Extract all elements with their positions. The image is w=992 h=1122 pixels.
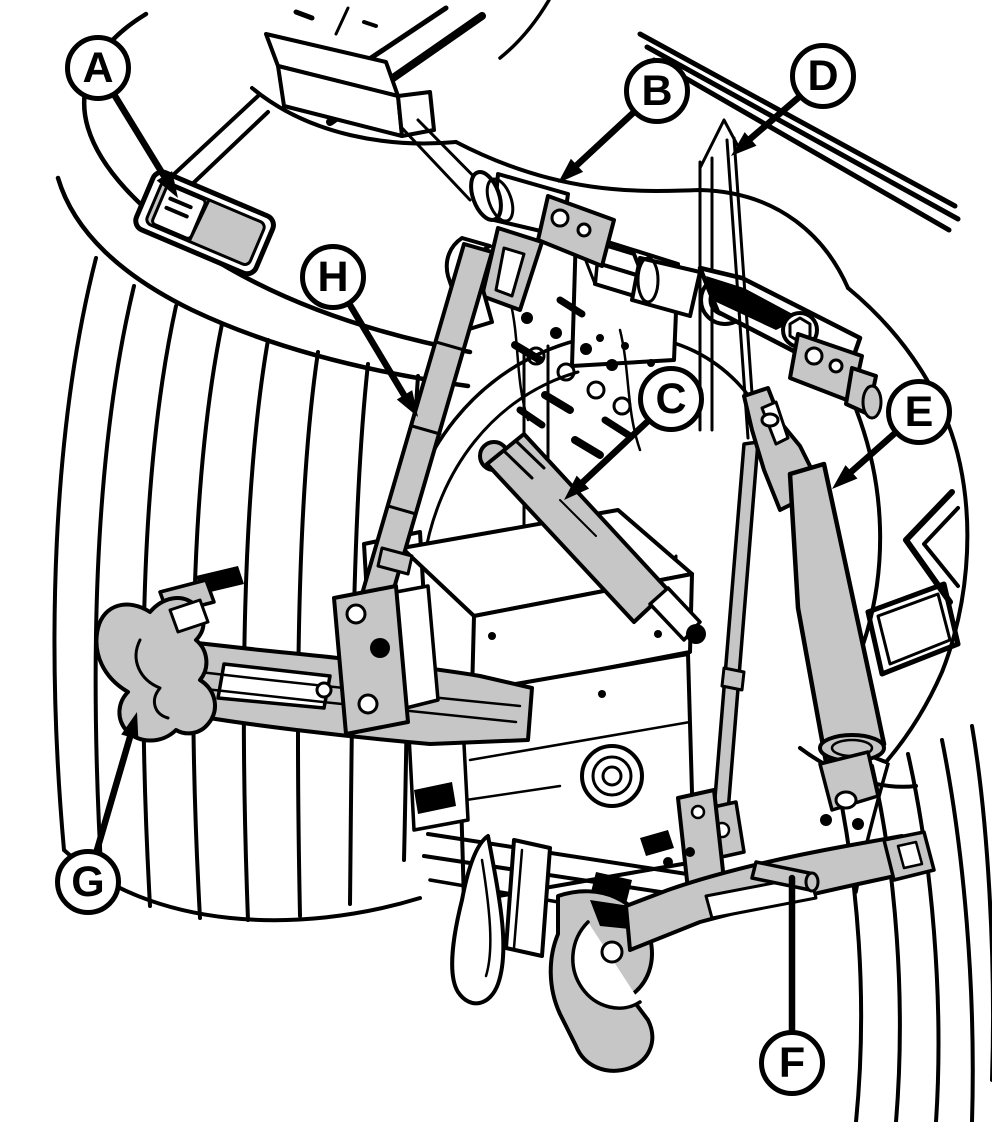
hitch-rocker-switch	[133, 169, 276, 277]
leader-d	[731, 94, 802, 156]
callout-h: H	[300, 244, 366, 310]
leader-h	[346, 301, 418, 417]
fender-chevron	[903, 489, 955, 605]
left-lower-hook	[94, 566, 244, 743]
right-fender-and-tire	[798, 286, 992, 1122]
callout-e-letter: E	[904, 387, 934, 436]
callout-d: D	[790, 43, 856, 109]
hitch-pin	[750, 860, 820, 893]
callout-g: G	[55, 849, 121, 915]
hydraulic-valve-cluster	[508, 296, 642, 459]
right-lift-link	[742, 332, 887, 830]
callout-c-letter: C	[655, 374, 687, 423]
left-draft-arm	[94, 566, 534, 746]
callout-g-letter: G	[71, 857, 105, 906]
callout-a: A	[65, 35, 131, 101]
callout-b: B	[624, 58, 690, 124]
callout-e: E	[886, 379, 952, 445]
left-link-plate	[315, 584, 440, 736]
leader-b	[558, 109, 637, 183]
leader-e	[832, 430, 898, 489]
leader-g	[93, 712, 139, 854]
callout-f-letter: F	[778, 1038, 806, 1087]
callout-leaders	[93, 92, 898, 1034]
right-draft-arm	[624, 830, 936, 952]
callout-b-letter: B	[641, 66, 673, 115]
draft-sensing-rod	[698, 118, 760, 862]
fender-console	[170, 0, 850, 290]
drawbar-assembly	[422, 788, 936, 1073]
callout-d-letter: D	[807, 51, 839, 100]
callout-a-letter: A	[82, 43, 114, 92]
cab-frame-lines	[637, 31, 961, 233]
leader-c	[564, 418, 651, 500]
hydraulic-lift-cylinder	[478, 432, 706, 644]
fender-recess	[865, 581, 961, 677]
callout-c: C	[638, 366, 704, 432]
callout-f: F	[759, 1030, 825, 1096]
callout-h-letter: H	[317, 252, 349, 301]
leader-a	[111, 92, 178, 198]
